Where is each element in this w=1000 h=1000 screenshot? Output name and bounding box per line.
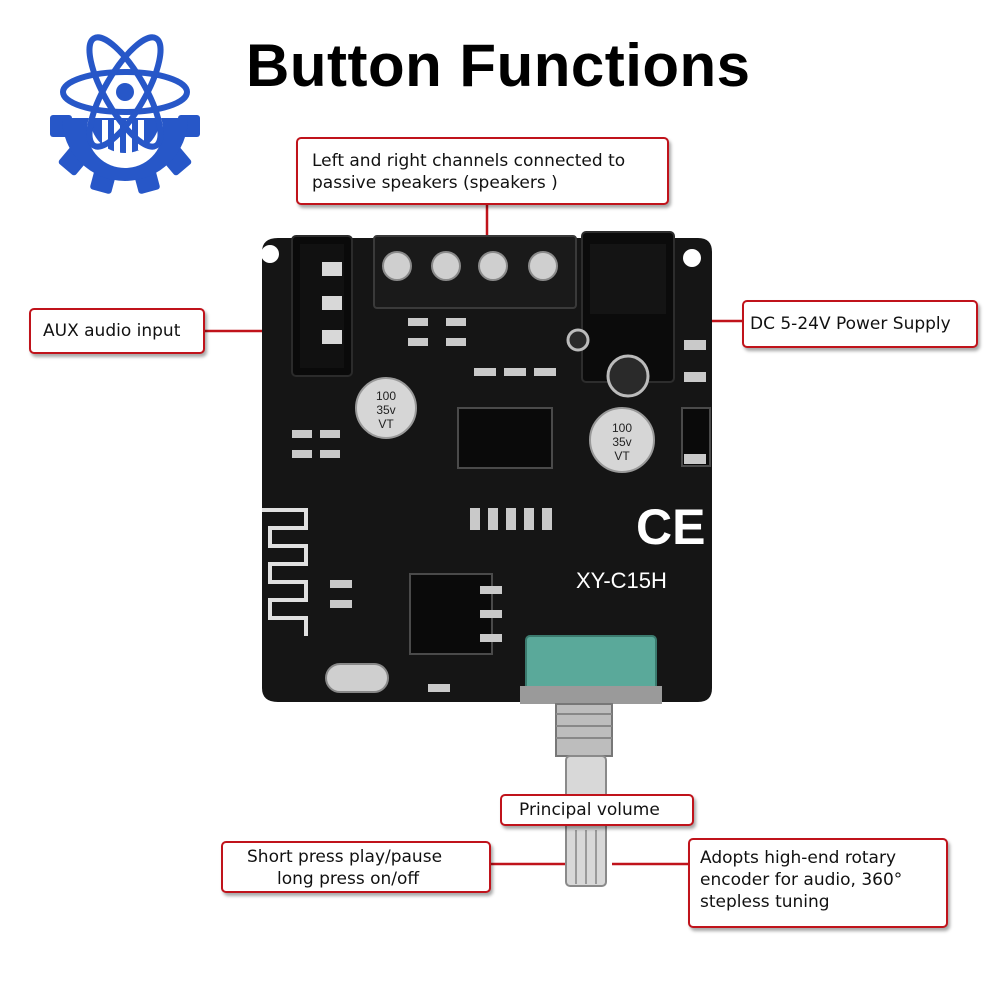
- power-callout-text: DC 5-24V Power Supply: [750, 314, 951, 334]
- terminal-screw: [528, 251, 558, 281]
- encoder-callout-line2: encoder for audio, 360°: [700, 870, 903, 890]
- encoder-callout-line3: stepless tuning: [700, 892, 830, 912]
- capacitor-text: VT: [378, 417, 394, 431]
- page-title: Button Functions: [246, 32, 751, 99]
- amplifier-ic: [457, 407, 553, 469]
- bluetooth-ic: [409, 573, 493, 655]
- speakers-callout-line2: passive speakers (speakers ): [312, 173, 558, 193]
- encoder-callout-line1: Adopts high-end rotary: [700, 848, 897, 868]
- encoder-callout: Adopts high-end rotary encoder for audio…: [688, 838, 948, 928]
- press-callout-line1: Short press play/pause: [247, 847, 443, 867]
- press-callout: Short press play/pause long press on/off: [221, 841, 491, 893]
- capacitor-text: 100: [376, 389, 396, 403]
- ce-mark: CE: [636, 499, 705, 555]
- capacitor-text: VT: [614, 449, 630, 463]
- power-callout: DC 5-24V Power Supply: [742, 300, 978, 348]
- speakers-callout: Left and right channels connected to pas…: [296, 137, 669, 205]
- capacitor: [355, 377, 417, 439]
- capacitor-text: 35v: [612, 435, 631, 449]
- capacitor: [589, 407, 655, 473]
- model-label: XY-C15H: [576, 568, 667, 593]
- aux-callout-text: AUX audio input: [43, 321, 181, 341]
- terminal-screw: [478, 251, 508, 281]
- volume-callout-text: Principal volume: [519, 800, 660, 820]
- gear-atom-logo: [50, 34, 200, 194]
- speakers-callout-line1: Left and right channels connected to: [312, 151, 626, 171]
- speaker-terminal: [373, 235, 577, 309]
- mount-hole: [261, 245, 279, 263]
- press-callout-line2: long press on/off: [277, 869, 420, 889]
- mount-hole: [683, 249, 701, 267]
- terminal-screw: [382, 251, 412, 281]
- capacitor-text: 35v: [376, 403, 395, 417]
- crystal: [325, 663, 389, 693]
- volume-callout: Principal volume: [500, 794, 694, 826]
- capacitor-text: 100: [612, 421, 632, 435]
- terminal-screw: [431, 251, 461, 281]
- aux-callout: AUX audio input: [29, 308, 205, 354]
- encoder-shaft-thread: [555, 703, 613, 757]
- antenna-trace: [262, 508, 308, 636]
